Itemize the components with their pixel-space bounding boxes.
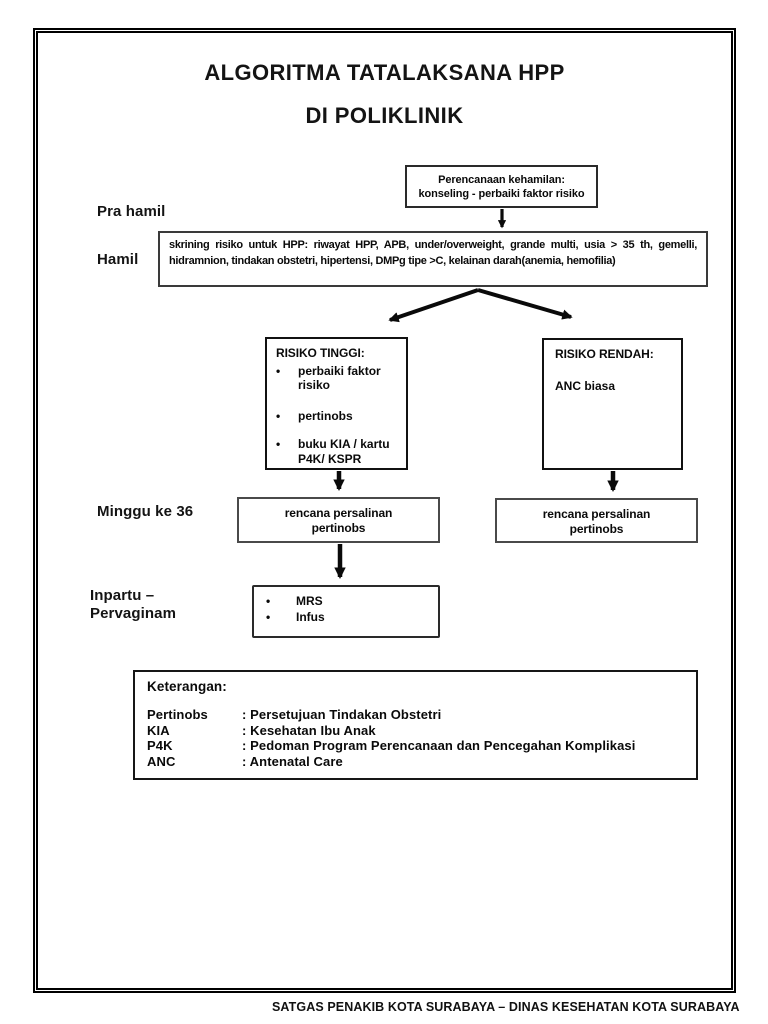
inpartu-action-text: MRS bbox=[296, 594, 323, 608]
bullet-icon: • bbox=[276, 437, 281, 451]
keterangan-term: P4K bbox=[147, 738, 173, 753]
page-footer: SATGAS PENAKIB KOTA SURABAYA – DINAS KES… bbox=[272, 1000, 740, 1014]
stage-label-inpartu: Inpartu – Pervaginam bbox=[90, 587, 176, 623]
flow-box-rencana-persalinan-left: rencana persalinan pertinobs bbox=[237, 497, 440, 543]
legend-box-keterangan: Keterangan: Pertinobs : Persetujuan Tind… bbox=[133, 670, 698, 780]
keterangan-title: Keterangan: bbox=[147, 679, 227, 694]
risiko-tinggi-item: • pertinobs bbox=[276, 409, 400, 424]
keterangan-term: KIA bbox=[147, 722, 170, 738]
stage-label-hamil: Hamil bbox=[97, 251, 139, 268]
keterangan-row: Pertinobs : Persetujuan Tindakan Obstetr… bbox=[147, 707, 684, 723]
flow-box-rencana-persalinan-right: rencana persalinan pertinobs bbox=[495, 498, 698, 543]
inpartu-action-text: Infus bbox=[296, 610, 325, 624]
rencana-left-line1: rencana persalinan bbox=[284, 506, 393, 520]
risiko-tinggi-item-text: pertinobs bbox=[298, 408, 353, 423]
rencana-right-line1: rencana persalinan bbox=[542, 507, 651, 521]
stage-label-pra-hamil: Pra hamil bbox=[97, 203, 166, 220]
keterangan-row: ANC : Antenatal Care bbox=[147, 754, 684, 770]
risiko-tinggi-item-text: buku KIA / kartu P4K/ KSPR bbox=[298, 437, 390, 466]
risiko-tinggi-title: RISIKO TINGGI: bbox=[276, 346, 365, 360]
flow-box-skrining-risiko: skrining risiko untuk HPP: riwayat HPP, … bbox=[158, 231, 708, 287]
rencana-right-line2: pertinobs bbox=[569, 522, 624, 536]
stage-label-inpartu-line2: Pervaginam bbox=[90, 605, 177, 622]
risiko-tinggi-item: • perbaiki faktor risiko bbox=[276, 364, 400, 393]
keterangan-definition: : Kesehatan Ibu Anak bbox=[242, 722, 376, 738]
risiko-tinggi-item-text: perbaiki faktor risiko bbox=[298, 363, 381, 393]
perencanaan-line1: Perencanaan kehamilan: bbox=[438, 174, 565, 186]
keterangan-term: ANC bbox=[147, 753, 176, 769]
page-border-frame bbox=[33, 28, 736, 993]
rencana-left-line2: pertinobs bbox=[311, 521, 366, 535]
risiko-rendah-title: RISIKO RENDAH: bbox=[555, 347, 654, 361]
inpartu-action-item: • Infus bbox=[254, 609, 438, 625]
keterangan-rows: Pertinobs : Persetujuan Tindakan Obstetr… bbox=[147, 707, 684, 769]
keterangan-definition: : Antenatal Care bbox=[242, 753, 343, 769]
keterangan-definition: : Persetujuan Tindakan Obstetri bbox=[242, 707, 442, 722]
stage-label-minggu-ke-36: Minggu ke 36 bbox=[97, 503, 194, 520]
flow-box-inpartu-actions: • MRS • Infus bbox=[252, 585, 440, 638]
keterangan-row: KIA : Kesehatan Ibu Anak bbox=[147, 723, 684, 739]
stage-label-inpartu-line1: Inpartu – bbox=[90, 587, 155, 604]
risiko-tinggi-item: • buku KIA / kartu P4K/ KSPR bbox=[276, 437, 400, 466]
keterangan-row: P4K : Pedoman Program Perencanaan dan Pe… bbox=[147, 738, 684, 754]
bullet-icon: • bbox=[266, 594, 271, 608]
bullet-icon: • bbox=[276, 408, 281, 423]
flow-box-risiko-tinggi: RISIKO TINGGI: • perbaiki faktor risiko … bbox=[265, 337, 408, 470]
inpartu-action-item: • MRS bbox=[254, 593, 438, 609]
page-title-line1: ALGORITMA TATALAKSANA HPP bbox=[204, 60, 565, 85]
bullet-icon: • bbox=[266, 610, 271, 624]
flow-box-risiko-rendah: RISIKO RENDAH: ANC biasa bbox=[542, 338, 683, 470]
perencanaan-line2: konseling - perbaiki faktor risiko bbox=[418, 188, 585, 200]
keterangan-definition: : Pedoman Program Perencanaan dan Penceg… bbox=[242, 738, 636, 753]
bullet-icon: • bbox=[276, 363, 281, 378]
risiko-rendah-body: ANC biasa bbox=[555, 378, 616, 393]
flow-box-perencanaan-kehamilan: Perencanaan kehamilan: konseling - perba… bbox=[405, 165, 598, 208]
keterangan-term: Pertinobs bbox=[147, 707, 208, 722]
page-title-line2: DI POLIKLINIK bbox=[305, 103, 464, 128]
